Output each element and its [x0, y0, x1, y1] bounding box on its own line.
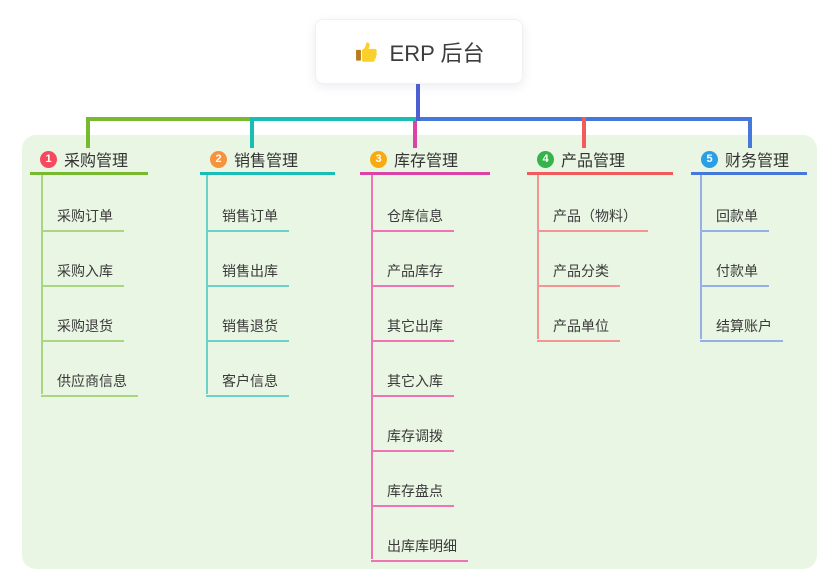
child-connector-rail — [41, 175, 43, 394]
branch-number-badge: 1 — [40, 150, 57, 168]
child-topic[interactable]: 产品（物料） — [537, 206, 648, 232]
child-topic[interactable]: 供应商信息 — [41, 371, 138, 397]
branch-topic-3[interactable]: 3 库存管理 — [360, 146, 490, 175]
child-topic[interactable]: 其它入库 — [371, 371, 454, 397]
child-topic-label: 采购退货 — [57, 318, 113, 334]
branch-topic-label: 销售管理 — [234, 153, 299, 170]
child-connector-rail — [700, 175, 702, 339]
child-connector-rail — [537, 175, 539, 339]
child-topic[interactable]: 仓库信息 — [371, 206, 454, 232]
child-topic[interactable]: 库存盘点 — [371, 481, 454, 507]
branch-connector-line — [250, 117, 422, 121]
child-topic[interactable]: 采购退货 — [41, 316, 124, 342]
child-topic[interactable]: 销售出库 — [206, 261, 289, 287]
child-topic-label: 产品分类 — [553, 263, 609, 279]
child-topic-label: 采购订单 — [57, 208, 113, 224]
branch-topic-1[interactable]: 1 采购管理 — [30, 146, 148, 175]
child-topic-label: 仓库信息 — [387, 208, 443, 224]
branch-connector-drop — [582, 117, 586, 148]
child-topic-label: 回款单 — [716, 208, 758, 224]
child-topic[interactable]: 销售退货 — [206, 316, 289, 342]
child-topic[interactable]: 产品库存 — [371, 261, 454, 287]
child-topic-label: 结算账户 — [716, 318, 772, 334]
child-topic-label: 付款单 — [716, 263, 758, 279]
branch-topic-2[interactable]: 2 销售管理 — [200, 146, 335, 175]
root-topic-label: ERP 后台 — [389, 40, 485, 66]
child-connector-rail — [371, 175, 373, 559]
branch-topic-5[interactable]: 5 财务管理 — [691, 146, 807, 175]
branch-number-badge: 5 — [701, 150, 718, 168]
child-topic-label: 其它出库 — [387, 318, 443, 334]
child-topic[interactable]: 产品分类 — [537, 261, 620, 287]
branch-topic-label: 财务管理 — [725, 153, 790, 170]
root-connector-line — [416, 84, 420, 121]
child-topic[interactable]: 库存调拨 — [371, 426, 454, 452]
child-topic[interactable]: 销售订单 — [206, 206, 289, 232]
branch-number-badge: 2 — [210, 150, 227, 168]
child-topic-label: 出库库明细 — [387, 538, 457, 554]
child-topic[interactable]: 出库库明细 — [371, 536, 468, 562]
branch-topic-4[interactable]: 4 产品管理 — [527, 146, 673, 175]
child-topic-label: 产品（物料） — [553, 208, 637, 224]
branch-connector-drop — [748, 117, 752, 148]
thumbs-up-icon — [354, 39, 380, 65]
child-topic-label: 销售订单 — [222, 208, 278, 224]
root-topic[interactable]: ERP 后台 — [315, 19, 523, 84]
branch-connector-drop — [250, 117, 254, 148]
child-topic-label: 采购入库 — [57, 263, 113, 279]
child-topic[interactable]: 回款单 — [700, 206, 769, 232]
branch-number-badge: 4 — [537, 150, 554, 168]
child-topic[interactable]: 客户信息 — [206, 371, 289, 397]
child-topic[interactable]: 付款单 — [700, 261, 769, 287]
child-topic-label: 库存调拨 — [387, 428, 443, 444]
child-topic[interactable]: 采购订单 — [41, 206, 124, 232]
branch-connector-drop — [413, 121, 417, 148]
branch-topic-label: 采购管理 — [64, 153, 129, 170]
child-topic-label: 其它入库 — [387, 373, 443, 389]
child-topic-label: 供应商信息 — [57, 373, 127, 389]
child-connector-rail — [206, 175, 208, 394]
child-topic[interactable]: 采购入库 — [41, 261, 124, 287]
child-topic-label: 库存盘点 — [387, 483, 443, 499]
branch-topic-label: 库存管理 — [394, 153, 459, 170]
child-topic[interactable]: 其它出库 — [371, 316, 454, 342]
child-topic-label: 客户信息 — [222, 373, 278, 389]
child-topic-label: 销售出库 — [222, 263, 278, 279]
branch-topic-label: 产品管理 — [561, 153, 626, 170]
branch-connector-drop — [86, 117, 90, 148]
child-topic-label: 产品库存 — [387, 263, 443, 279]
child-topic[interactable]: 产品单位 — [537, 316, 620, 342]
mindmap-panel — [22, 135, 817, 569]
child-topic-label: 销售退货 — [222, 318, 278, 334]
child-topic-label: 产品单位 — [553, 318, 609, 334]
branch-number-badge: 3 — [370, 150, 387, 168]
child-topic[interactable]: 结算账户 — [700, 316, 783, 342]
